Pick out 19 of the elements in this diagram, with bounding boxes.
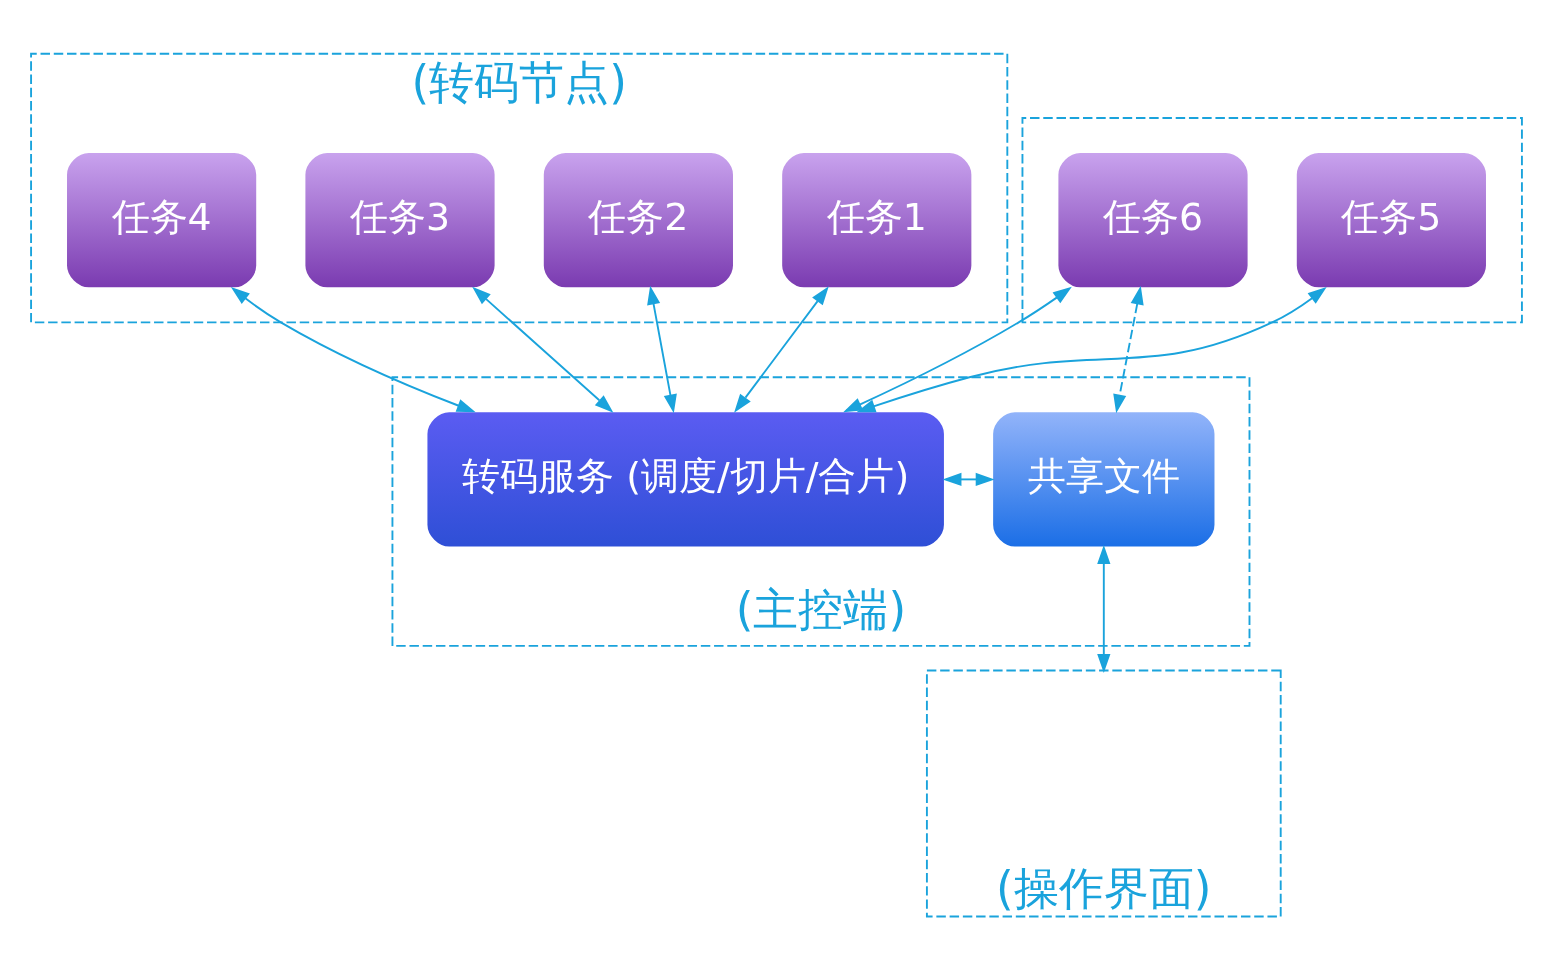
node-box: 共享文件 [991, 409, 1217, 548]
node-box: 任务4 [65, 150, 259, 289]
node-box: 任务5 [1294, 150, 1488, 289]
arrow [1097, 544, 1111, 673]
node-box: 任务3 [303, 150, 497, 289]
arrow [942, 472, 995, 486]
node-box: 任务2 [541, 150, 735, 289]
arrow [472, 286, 614, 413]
cluster [1021, 116, 1523, 323]
node-box: 任务1 [780, 150, 974, 289]
arrow [1113, 285, 1144, 413]
node-box: 转码服务 (调度/切片/合片) [425, 409, 946, 548]
node-box: (操作界面) [925, 669, 1282, 917]
arrow [734, 285, 829, 413]
arrow [647, 285, 677, 413]
arrow [856, 286, 1327, 412]
arrow [843, 286, 1072, 412]
node-box: 任务6 [1056, 150, 1250, 289]
arrow [230, 286, 476, 412]
